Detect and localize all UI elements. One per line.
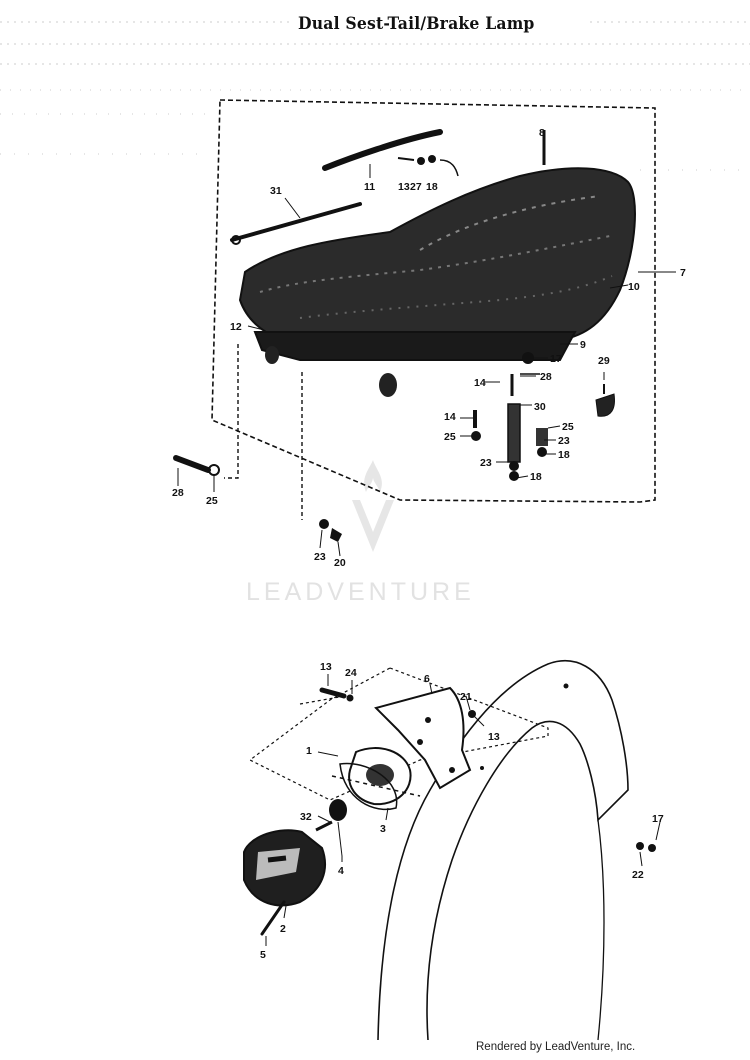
seat-callout: 28 bbox=[172, 487, 184, 499]
seat-mount-foot bbox=[379, 373, 397, 397]
lamp-callout: 2 bbox=[280, 923, 286, 935]
seat-callout: 23 bbox=[314, 551, 326, 563]
seat-callout: 13 bbox=[398, 181, 410, 193]
leadventure-logo-icon bbox=[352, 460, 394, 552]
lamp-mounting-bracket bbox=[374, 686, 472, 790]
lamp-callout: 17 bbox=[652, 813, 664, 825]
lamp-callout: 4 bbox=[338, 865, 344, 877]
lamp-callout: 13 bbox=[320, 661, 332, 673]
seat-mount-foot bbox=[265, 346, 279, 364]
lamp-callout: 24 bbox=[345, 667, 357, 679]
seat-callout: 18 bbox=[558, 449, 570, 461]
seat-strap bbox=[322, 129, 443, 171]
seat-callout: 14 bbox=[474, 377, 486, 389]
seat-callout: 12 bbox=[230, 321, 242, 333]
seat-callout: 18 bbox=[530, 471, 542, 483]
tail-lamp-assembly: 13 24 6 21 13 1 32 3 4 2 5 17 22 bbox=[243, 660, 664, 1041]
seat-pan bbox=[253, 331, 577, 361]
rear-fender bbox=[377, 660, 629, 1041]
lamp-callout: 5 bbox=[260, 949, 266, 961]
seat-callout: 11 bbox=[364, 181, 375, 193]
diagram-title: Dual Sest-Tail/Brake Lamp bbox=[298, 14, 535, 34]
lamp-callout: 22 bbox=[632, 869, 644, 881]
seat-latch-hook bbox=[595, 393, 615, 417]
seat-callout: 7 bbox=[680, 267, 686, 279]
seat-callout: 28 bbox=[540, 371, 552, 383]
seat-callout: 29 bbox=[598, 355, 610, 367]
seat-assembly: 31 11 13 27 18 8 7 10 12 9 17 14 28 29 3… bbox=[172, 99, 686, 569]
lamp-callout: 3 bbox=[380, 823, 386, 835]
seat-hinge-rod bbox=[230, 202, 362, 242]
seat-latch-spring bbox=[507, 403, 521, 463]
lamp-gasket bbox=[339, 762, 398, 810]
watermark-text: LEADVENTURE bbox=[246, 578, 475, 606]
seat-callout: 27 bbox=[410, 181, 422, 193]
seat-callout: 25 bbox=[444, 431, 456, 443]
seat-callout: 9 bbox=[580, 339, 586, 351]
seat-callout: 23 bbox=[558, 435, 570, 447]
seat-callout: 10 bbox=[628, 281, 640, 293]
seat-callout: 25 bbox=[562, 421, 574, 433]
seat-callout: 14 bbox=[444, 411, 456, 423]
seat-group-outline bbox=[211, 99, 656, 503]
lamp-callout: 32 bbox=[300, 811, 312, 823]
lamp-bulb bbox=[329, 799, 347, 821]
lamp-callout: 6 bbox=[424, 673, 430, 685]
seat-callout: 31 bbox=[270, 185, 282, 197]
seat-callout: 25 bbox=[206, 495, 218, 507]
seat-callout: 23 bbox=[480, 457, 492, 469]
seat-callout: 30 bbox=[534, 401, 546, 413]
lamp-callout: 1 bbox=[306, 745, 312, 757]
seat-callout: 8 bbox=[539, 127, 545, 139]
lamp-callout: 13 bbox=[488, 731, 500, 743]
seat-callout: 18 bbox=[426, 181, 438, 193]
lamp-lens-screw bbox=[260, 900, 286, 936]
seat-pivot-bolt bbox=[173, 455, 211, 473]
seat-callout: 17 bbox=[550, 353, 562, 365]
scan-noise bbox=[0, 21, 750, 171]
footer-credit: Rendered by LeadVenture, Inc. bbox=[476, 1041, 636, 1053]
seat-callout: 20 bbox=[334, 557, 346, 569]
lamp-callout: 21 bbox=[460, 691, 472, 703]
seat-cushion bbox=[238, 167, 636, 341]
